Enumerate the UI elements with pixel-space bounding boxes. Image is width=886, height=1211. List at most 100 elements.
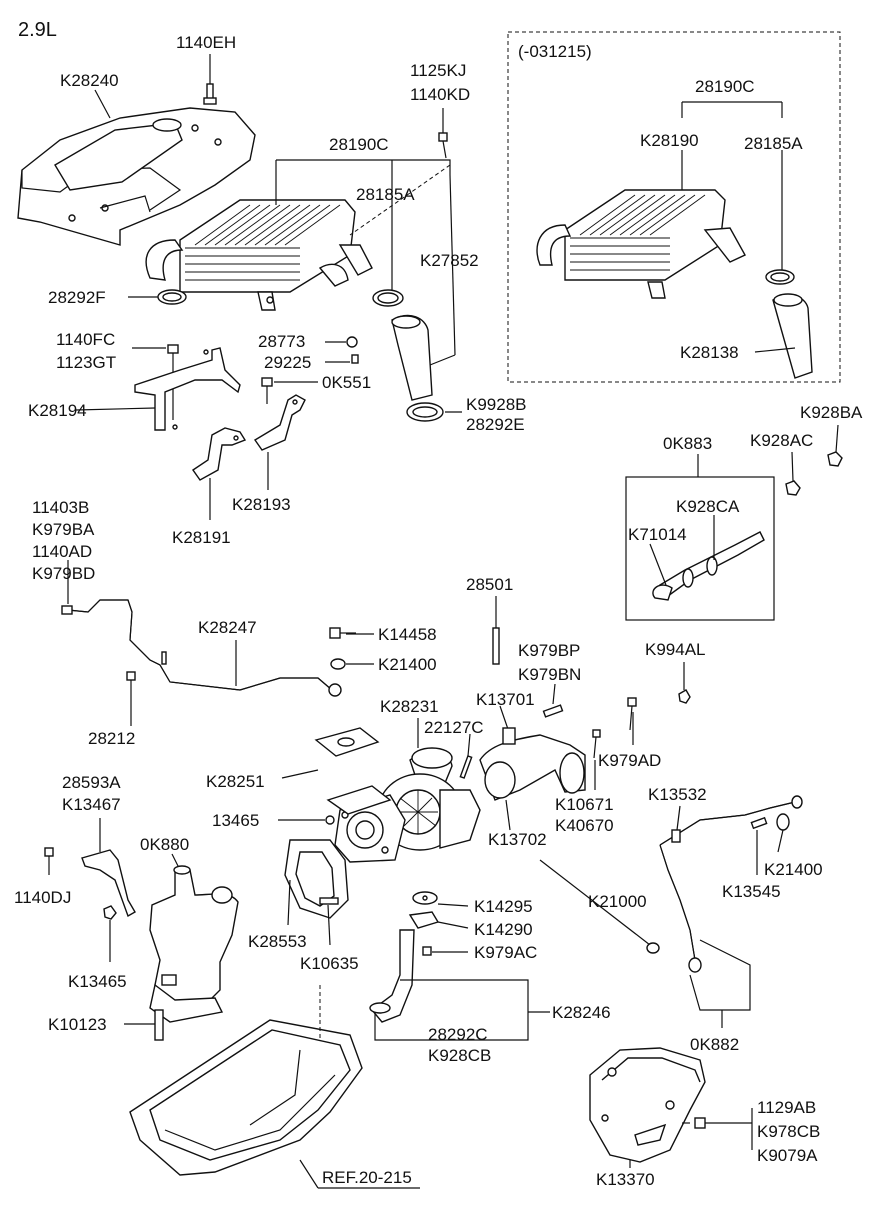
label-K979AD: K979AD	[598, 751, 661, 770]
label-K14295: K14295	[474, 897, 533, 916]
label-ref: REF.20-215	[322, 1168, 412, 1187]
clamp-28292F	[157, 289, 187, 305]
label-K28553: K28553	[248, 932, 307, 951]
label-K21400-upper: K21400	[378, 655, 437, 674]
nut-13465	[325, 815, 335, 825]
label-K979AC: K979AC	[474, 943, 537, 962]
intercooler-part	[145, 199, 373, 311]
label-K14458: K14458	[378, 625, 437, 644]
bolt-K979AC	[422, 946, 432, 956]
label-K28194: K28194	[28, 401, 87, 420]
label-K28231: K28231	[380, 697, 439, 716]
bracket-K13467	[81, 849, 136, 918]
label-1125KJ: 1125KJ	[410, 61, 466, 80]
oil-pan-part	[129, 1019, 363, 1176]
label-K928AC: K928AC	[750, 431, 813, 450]
bracket-K28194	[134, 347, 241, 431]
nut-K928BA	[827, 451, 843, 467]
bolt-K14458	[329, 627, 356, 639]
box-0K883	[625, 476, 775, 621]
label-29225: 29225	[264, 353, 311, 372]
inset-label-K28138: K28138	[680, 343, 739, 362]
label-K978CB: K978CB	[757, 1122, 820, 1141]
elbow-K13702	[479, 727, 586, 801]
bolt-1140DJ	[44, 847, 54, 875]
housing-0K880	[149, 865, 239, 1023]
label-K979BA: K979BA	[32, 520, 95, 539]
label-1140DJ: 1140DJ	[14, 888, 71, 907]
label-22127C: 22127C	[424, 718, 484, 737]
bracket-K28193	[253, 394, 306, 451]
bolt-28212	[126, 671, 136, 700]
label-1140AD: 1140AD	[32, 542, 92, 561]
label-28190C: 28190C	[329, 135, 389, 154]
label-28292F: 28292F	[48, 288, 106, 307]
label-K979BD: K979BD	[32, 564, 95, 583]
nut-28773	[346, 336, 358, 348]
clamp-28185A	[372, 289, 404, 307]
label-K13467: K13467	[62, 795, 121, 814]
bolt-K979AD	[627, 697, 637, 731]
heat-shield-K13370	[589, 1047, 706, 1163]
inset-label-K28190: K28190	[640, 131, 699, 150]
label-28773: 28773	[258, 332, 305, 351]
bracket-K28191	[192, 427, 247, 481]
label-K28247: K28247	[198, 618, 257, 637]
label-K40670: K40670	[555, 816, 614, 835]
label-K979BN: K979BN	[518, 665, 581, 684]
label-K13545: K13545	[722, 882, 781, 901]
washer-K21400	[330, 658, 346, 670]
stud-K10123	[154, 1009, 164, 1041]
label-K928CB: K928CB	[428, 1046, 491, 1065]
bolt-1140EH	[203, 83, 217, 105]
washer-K21400-lower	[776, 813, 790, 831]
label-K28240: K28240	[60, 71, 119, 90]
nut-K994AL	[678, 689, 691, 704]
label-K928CA: K928CA	[676, 497, 740, 516]
inset-intercooler-part	[536, 189, 746, 299]
return-hose-K28246	[370, 929, 415, 1023]
label-K10123: K10123	[48, 1015, 107, 1034]
label-0K880: 0K880	[140, 835, 189, 854]
label-28185A: 28185A	[356, 185, 415, 204]
label-K13370: K13370	[596, 1170, 655, 1189]
label-K13702: K13702	[488, 830, 547, 849]
label-28501: 28501	[466, 575, 513, 594]
bolt-K979BP	[542, 704, 564, 718]
label-K21400-lower: K21400	[764, 860, 823, 879]
gasket-K28553	[284, 839, 349, 919]
gasket-K28251	[314, 727, 392, 815]
label-1140EH: 1140EH	[176, 33, 236, 52]
pin-29225	[351, 354, 359, 364]
washer-K21000	[646, 942, 660, 954]
label-28292E: 28292E	[466, 415, 525, 434]
gasket-K14295	[412, 891, 438, 905]
inset-box	[507, 31, 841, 383]
bolt-0K551	[261, 377, 273, 404]
hose-assembly-0K883	[652, 531, 765, 601]
inset-label-28190C: 28190C	[695, 77, 755, 96]
return-pipe-0K882	[659, 795, 803, 973]
label-K28246: K28246	[552, 1003, 611, 1022]
nut-K928AC	[785, 480, 801, 496]
label-11403B: 11403B	[32, 498, 89, 517]
flange-K14290	[408, 911, 440, 929]
label-K10671: K10671	[555, 795, 614, 814]
label-0K882: 0K882	[690, 1035, 739, 1054]
label-K13701: K13701	[476, 690, 535, 709]
label-K928BA: K928BA	[800, 403, 863, 422]
label-K28251: K28251	[206, 772, 265, 791]
label-K14290: K14290	[474, 920, 533, 939]
label-K979BP: K979BP	[518, 641, 580, 660]
label-K994AL: K994AL	[645, 640, 706, 659]
turbocharger-K28231	[334, 747, 481, 863]
label-1123GT: 1123GT	[56, 353, 116, 372]
label-K71014: K71014	[628, 525, 687, 544]
label-1140KD: 1140KD	[410, 85, 470, 104]
label-28292C: 28292C	[428, 1025, 488, 1044]
label-28212: 28212	[88, 729, 135, 748]
label-1140FC: 1140FC	[56, 330, 115, 349]
bolt-K13545	[750, 816, 768, 830]
